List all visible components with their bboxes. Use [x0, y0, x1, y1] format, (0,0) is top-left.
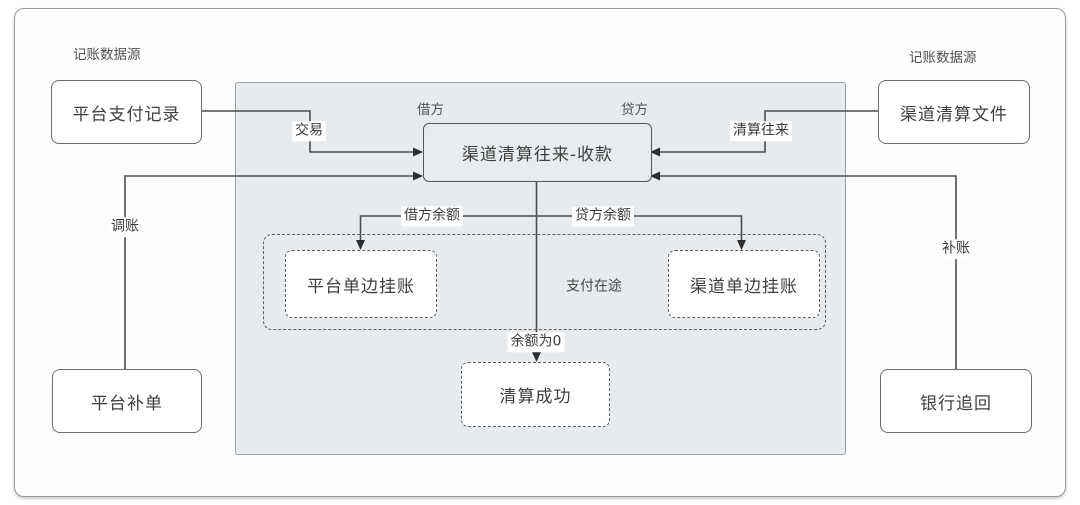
- node-platform-supplement-label: 平台补单: [91, 393, 163, 414]
- node-platform-pending: 平台单边挂账: [285, 250, 437, 318]
- credit-label: 贷方: [621, 102, 648, 118]
- edge-label-transaction: 交易: [292, 121, 326, 141]
- node-clearing-success-label: 清算成功: [499, 387, 572, 407]
- edge-label-debit-balance: 借方余额: [401, 206, 463, 226]
- edge-label-credit-balance: 贷方余额: [572, 206, 634, 226]
- node-platform-pending-label: 平台单边挂账: [307, 276, 415, 297]
- edge-label-clearing-exchange: 清算往来: [730, 121, 792, 141]
- node-channel-pending: 渠道单边挂账: [668, 250, 820, 318]
- node-platform-payment-records: 平台支付记录: [51, 80, 202, 144]
- node-clearing-account: 渠道清算往来-收款: [423, 123, 652, 182]
- node-clearing-account-label: 渠道清算往来-收款: [461, 145, 614, 165]
- node-bank-recall-label: 银行追回: [920, 393, 992, 414]
- node-channel-clearing-file: 渠道清算文件: [878, 80, 1030, 144]
- source-label-left: 记账数据源: [73, 47, 141, 63]
- payment-in-transit-label: 支付在途: [566, 278, 622, 295]
- node-channel-pending-label: 渠道单边挂账: [690, 276, 798, 297]
- node-platform-payment-records-label: 平台支付记录: [72, 104, 181, 125]
- node-platform-supplement: 平台补单: [52, 369, 202, 433]
- edge-label-balance-zero: 余额为0: [507, 332, 565, 352]
- node-bank-recall: 银行追回: [880, 369, 1032, 433]
- edge-label-supplement-account: 补账: [939, 239, 973, 259]
- debit-label: 借方: [417, 102, 444, 118]
- pending-group-container: [263, 234, 826, 330]
- edge-label-adjust-account: 调账: [108, 217, 142, 237]
- node-channel-clearing-file-label: 渠道清算文件: [900, 104, 1008, 125]
- source-label-right: 记账数据源: [909, 50, 977, 66]
- node-clearing-success: 清算成功: [461, 362, 610, 427]
